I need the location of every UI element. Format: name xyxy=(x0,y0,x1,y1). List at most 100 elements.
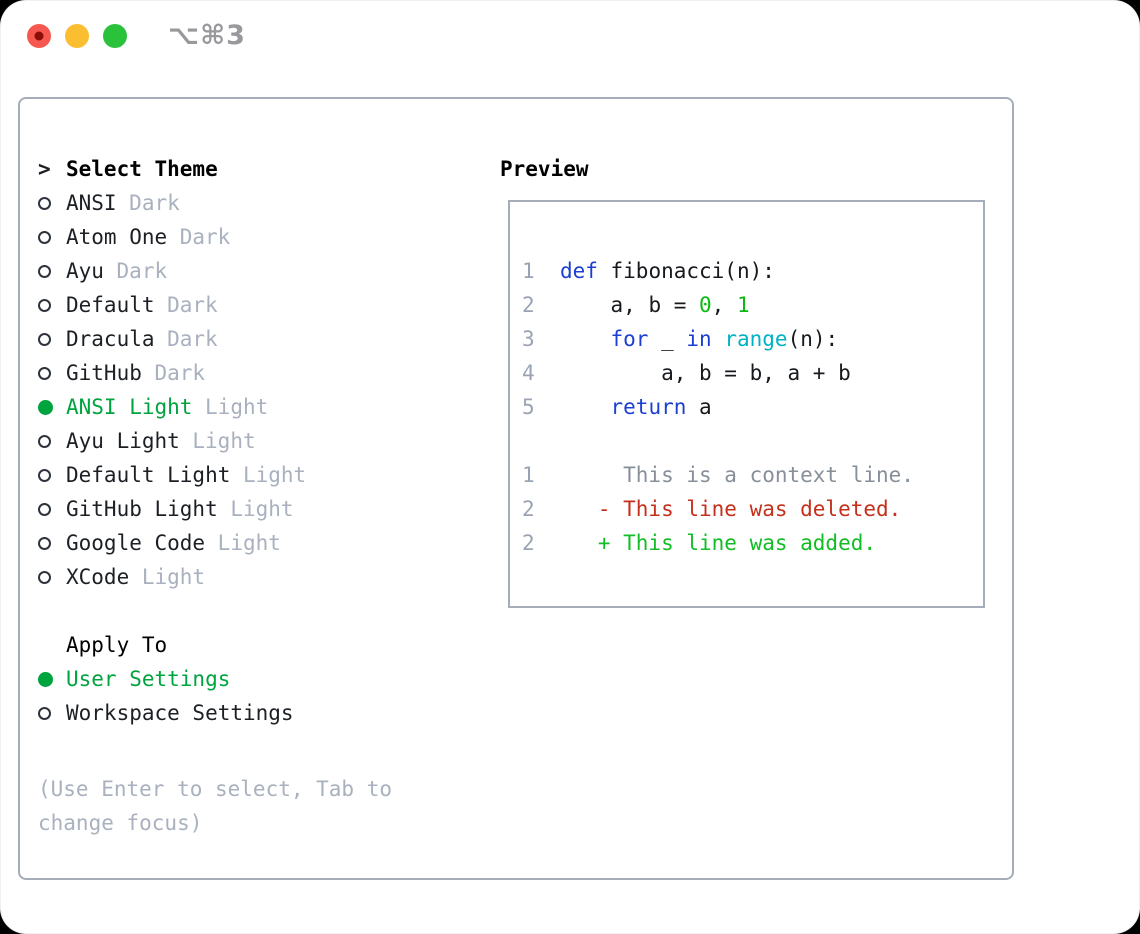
theme-name-label: Atom One xyxy=(66,225,168,249)
radio-cell xyxy=(38,298,66,312)
radio-icon xyxy=(38,366,51,380)
theme-variant-label: Dark xyxy=(154,361,206,385)
radio-cell xyxy=(38,502,66,516)
code-token xyxy=(560,395,611,419)
theme-name-label: GitHub xyxy=(66,361,142,385)
theme-variant-label: Light xyxy=(141,565,206,589)
unsaved-indicator-dot xyxy=(34,31,44,41)
line-number: 2 xyxy=(522,531,598,555)
spacer xyxy=(38,594,500,628)
code-line: 5 return a xyxy=(522,390,983,424)
line-number: 5 xyxy=(522,395,560,419)
theme-variant-label: Dark xyxy=(167,293,218,317)
radio-cell xyxy=(38,332,66,346)
code-token: a xyxy=(686,395,712,419)
line-number: 3 xyxy=(522,327,560,351)
theme-option[interactable]: ANSI Light Light xyxy=(38,390,500,424)
radio-icon xyxy=(38,434,51,448)
titlebar: ⌥⌘3 xyxy=(0,0,1140,72)
code-token: This is a context line. xyxy=(597,463,914,487)
theme-option[interactable]: XCode Light xyxy=(38,560,500,594)
theme-option[interactable]: Default Dark xyxy=(38,288,500,322)
code-line: 2 - This line was deleted. xyxy=(522,492,983,526)
radio-cell xyxy=(38,536,66,550)
theme-option[interactable]: GitHub Dark xyxy=(38,356,500,390)
code-token xyxy=(560,327,611,351)
theme-variant-label: Light xyxy=(217,531,281,555)
code-token: 1 xyxy=(736,293,750,317)
window-shortcut-label: ⌥⌘3 xyxy=(168,20,246,51)
theme-variant-label: Light xyxy=(230,497,294,521)
theme-name-label: GitHub Light xyxy=(66,497,218,521)
prompt-icon: > xyxy=(38,157,51,181)
radio-icon xyxy=(38,230,51,244)
code-line: 1 def fibonacci(n): xyxy=(522,254,983,288)
theme-name-label: ANSI Light xyxy=(66,395,193,419)
code-token: def xyxy=(559,259,598,283)
theme-name-label: XCode xyxy=(66,565,130,589)
theme-variant-label: Light xyxy=(192,429,256,453)
code-line: 2 a, b = 0, 1 xyxy=(522,288,983,322)
radio-selected-icon xyxy=(38,399,53,415)
theme-option[interactable]: GitHub Light Light xyxy=(38,492,500,526)
radio-cell xyxy=(38,264,66,278)
theme-name-label: Ayu xyxy=(66,259,104,283)
theme-variant-label: Dark xyxy=(129,191,180,215)
radio-icon xyxy=(38,706,51,720)
theme-variant-label: Dark xyxy=(179,225,231,249)
apply-option-label: User Settings xyxy=(66,667,231,691)
theme-name-label: Google Code xyxy=(66,531,206,555)
apply-section-title: Apply To xyxy=(66,633,168,657)
code-token: a, b = xyxy=(559,293,700,317)
code-token: 0 xyxy=(699,293,712,317)
theme-name-label: Default xyxy=(66,293,155,317)
theme-variant-label: Light xyxy=(205,395,269,419)
code-token: return xyxy=(610,395,687,419)
apply-option[interactable]: Workspace Settings xyxy=(38,696,500,730)
theme-name-label: Default Light xyxy=(66,463,231,487)
theme-variant-label: Dark xyxy=(116,259,168,283)
code-token: , xyxy=(711,293,737,317)
radio-cell xyxy=(38,399,66,415)
line-number: 1 xyxy=(522,259,560,283)
code-token: fibonacci(n): xyxy=(597,259,775,283)
theme-option[interactable]: Google Code Light xyxy=(38,526,500,560)
theme-name-label: Ayu Light xyxy=(66,429,180,453)
theme-name-label: Dracula xyxy=(66,327,155,351)
apply-option[interactable]: User Settings xyxy=(38,662,500,696)
radio-icon xyxy=(38,196,51,210)
theme-option[interactable]: Atom One Dark xyxy=(38,220,500,254)
code-token: + This line was added. xyxy=(597,531,877,555)
radio-icon xyxy=(38,264,51,278)
code-line: 4 a, b = b, a + b xyxy=(522,356,983,390)
preview-column: Preview 1 def fibonacci(n):2 a, b = 0, 1… xyxy=(500,152,986,878)
line-number: 1 xyxy=(522,463,598,487)
code-line: 1 This is a context line. xyxy=(522,458,983,492)
radio-cell xyxy=(38,366,66,380)
radio-icon xyxy=(38,298,51,312)
radio-icon xyxy=(38,332,51,346)
radio-cell xyxy=(38,706,66,720)
code-line: 3 for _ in range(n): xyxy=(522,322,983,356)
theme-list-header: > Select Theme xyxy=(38,152,500,186)
radio-cell xyxy=(38,468,66,482)
close-button[interactable] xyxy=(27,24,51,48)
theme-option[interactable]: Ayu Dark xyxy=(38,254,500,288)
zoom-button[interactable] xyxy=(103,24,127,48)
code-token: a, b = b, a + b xyxy=(559,361,851,385)
code-token xyxy=(712,327,725,351)
radio-cell xyxy=(38,671,66,687)
radio-cell xyxy=(38,196,66,210)
theme-option[interactable]: Ayu Light Light xyxy=(38,424,500,458)
radio-cell xyxy=(38,570,66,584)
code-token: range xyxy=(724,327,788,351)
code-token: (n): xyxy=(787,327,839,351)
minimize-button[interactable] xyxy=(65,24,89,48)
